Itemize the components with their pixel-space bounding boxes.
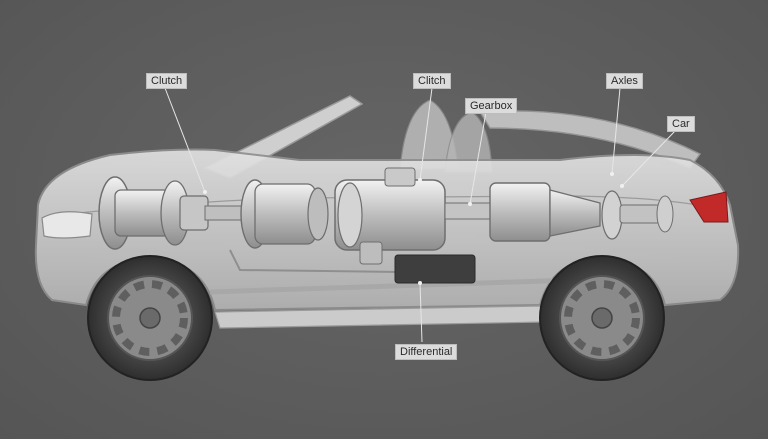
callout-axles: Axles — [606, 73, 643, 89]
callout-clutch-center: Clitch — [413, 73, 451, 89]
leader-clutch-left — [164, 87, 206, 193]
callout-gearbox: Gearbox — [465, 98, 518, 114]
callout-car: Car — [667, 116, 695, 132]
leader-clutch-center — [419, 87, 433, 181]
center-gearbox — [334, 167, 446, 265]
front-clutch-assembly — [98, 176, 209, 250]
tail-light — [689, 191, 729, 223]
callout-clutch-left: Clutch — [146, 73, 188, 89]
callout-differential: Differential — [395, 344, 458, 360]
leader-dots — [203, 172, 624, 285]
leader-axles — [611, 87, 621, 175]
clutch-drum — [240, 179, 329, 249]
rear-wheel — [539, 255, 665, 381]
front-wheel — [87, 255, 213, 381]
rear-gearbox — [489, 182, 674, 242]
brake-line — [229, 249, 401, 273]
leader-lines — [164, 87, 677, 343]
rear-roof — [478, 110, 702, 169]
leader-car — [621, 129, 677, 187]
leader-gearbox — [469, 111, 487, 205]
leader-differential — [419, 282, 423, 343]
headlight — [41, 211, 93, 239]
differential-housing — [394, 254, 476, 284]
